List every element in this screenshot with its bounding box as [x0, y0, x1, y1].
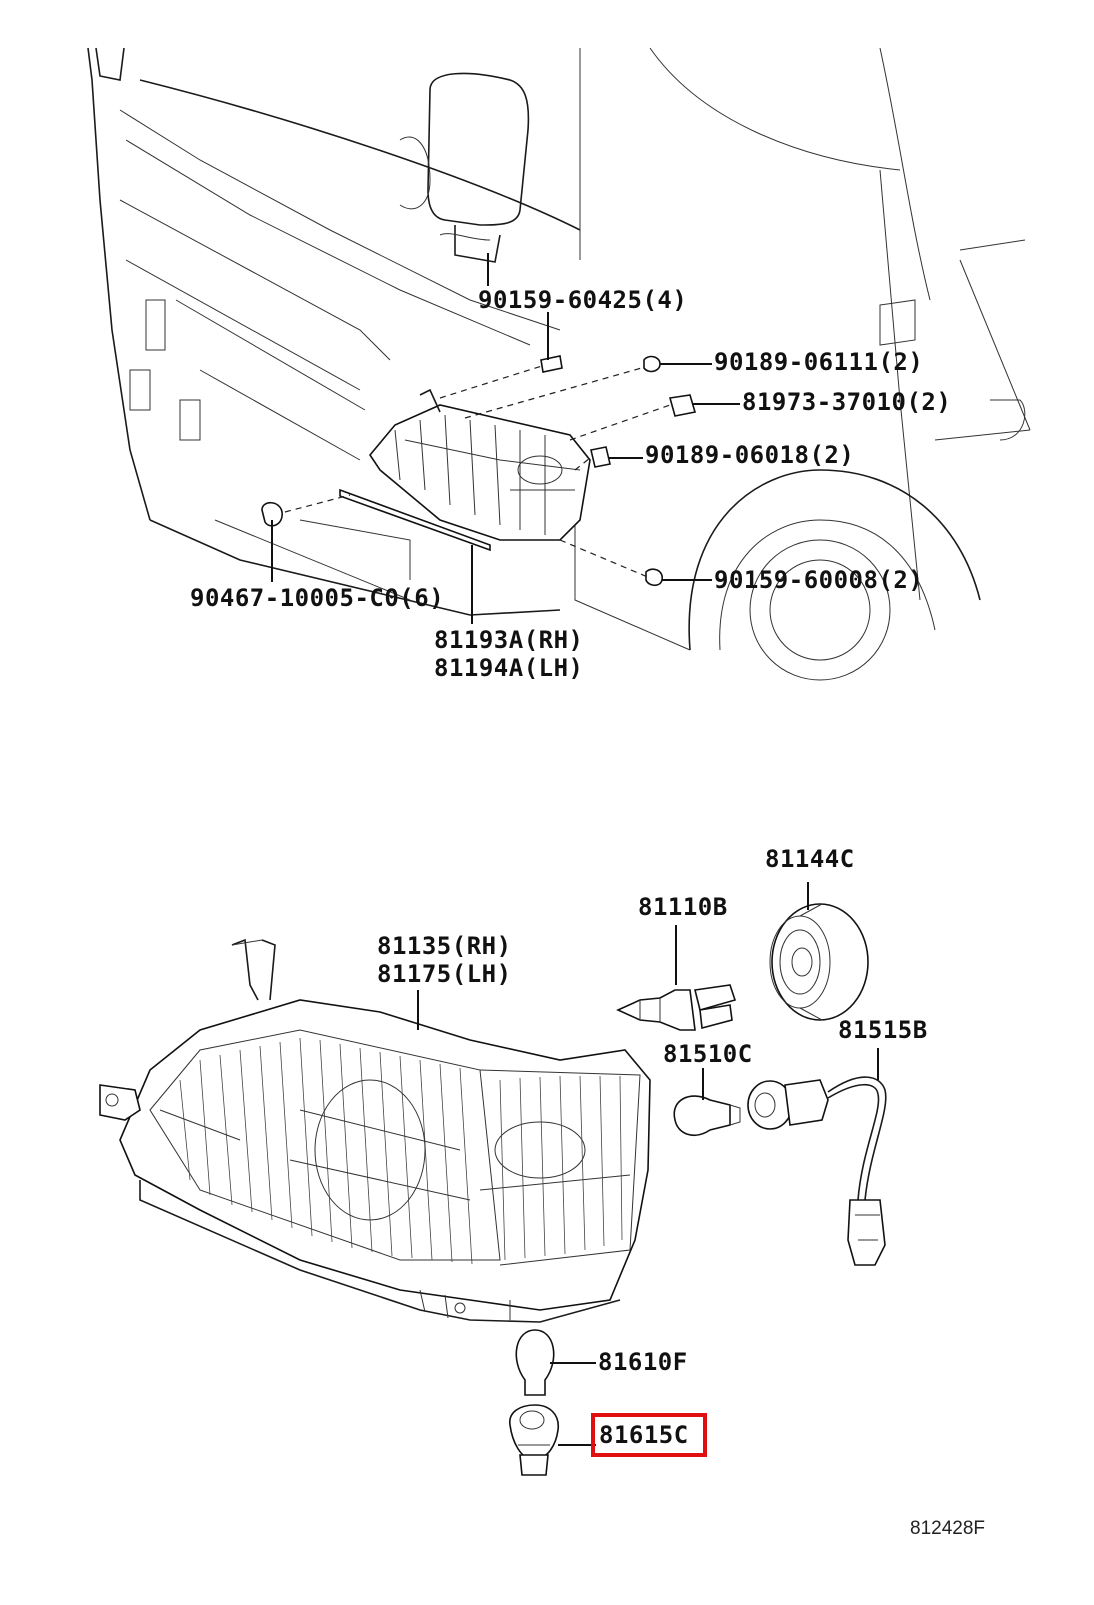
label-90159-60008: 90159-60008(2)	[714, 566, 924, 594]
headlamp-assembly-small	[339, 388, 591, 552]
diagram-id: 812428F	[910, 1518, 986, 1539]
label-90159-60425: 90159-60425(4)	[478, 286, 688, 314]
top-small-parts	[261, 355, 697, 587]
label-81110b: 81110B	[638, 893, 728, 921]
label-90189-06111: 90189-06111(2)	[714, 348, 924, 376]
assembly-dash-lines	[284, 364, 671, 579]
socket-81615c	[509, 1404, 560, 1476]
label-81193a: 81193A(RH)	[434, 626, 584, 654]
headlamp-assembly-large	[99, 938, 651, 1323]
label-81510c: 81510C	[663, 1040, 753, 1068]
bulb-81510c	[673, 1095, 741, 1136]
label-81515b: 81515B	[838, 1016, 928, 1044]
label-81194a: 81194A(LH)	[434, 654, 584, 682]
highlight-box	[591, 1413, 707, 1457]
label-81615c: 81615C	[599, 1421, 689, 1449]
label-90189-06018: 90189-06018(2)	[645, 441, 855, 469]
bottom-leader-lines	[417, 882, 879, 1446]
bulb-81610f	[515, 1329, 555, 1396]
socket-cover-81144c	[769, 903, 869, 1021]
side-mirror	[399, 72, 530, 263]
label-81135: 81135(RH)	[377, 932, 512, 960]
label-81610f: 81610F	[598, 1348, 688, 1376]
label-81144c: 81144C	[765, 845, 855, 873]
top-leader-lines	[271, 253, 740, 624]
label-81973-37010: 81973-37010(2)	[742, 388, 952, 416]
label-90467-10005-c0: 90467-10005-C0(6)	[190, 584, 445, 612]
bulb-81110b	[616, 984, 737, 1031]
socket-harness-81515b	[747, 1076, 887, 1266]
label-81175: 81175(LH)	[377, 960, 512, 988]
